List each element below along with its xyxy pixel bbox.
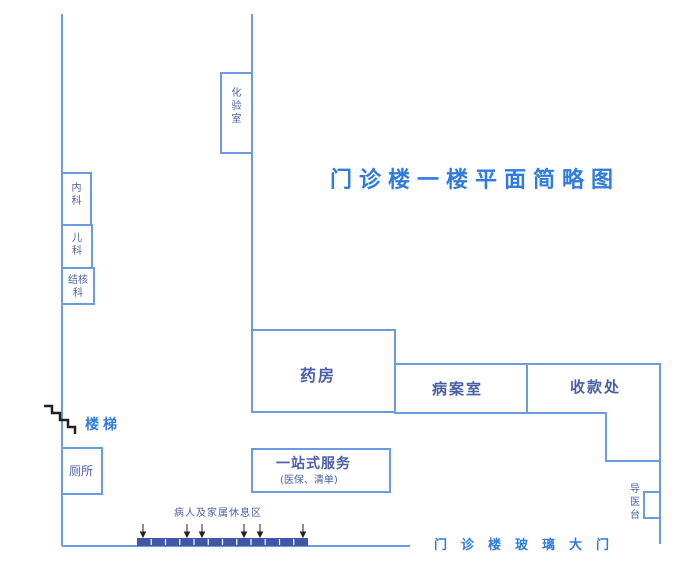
service-sub-label: (医保、清单)	[280, 475, 338, 486]
pharmacy-label: 药房	[300, 366, 337, 385]
lab-room	[220, 72, 253, 154]
guide-desk	[643, 491, 661, 519]
bench-arrow	[198, 524, 206, 539]
guide-label-text: 导医台	[630, 484, 640, 521]
pediatrics-label-text: 儿科	[72, 233, 82, 257]
cashier-outline	[527, 363, 661, 544]
waiting-bench	[137, 524, 308, 546]
cashier-label: 收款处	[570, 378, 622, 396]
entrance-label: 门诊楼玻璃大门	[434, 538, 624, 553]
tb-room	[61, 267, 95, 305]
cashier-inner	[526, 364, 660, 462]
lab-label: 化验室	[221, 87, 252, 126]
records-label: 病案室	[432, 380, 484, 398]
internal-label-text: 内科	[71, 183, 82, 207]
tb-label: 结核科	[62, 274, 94, 300]
bench-arrow	[139, 524, 147, 539]
lab-label-text: 化验室	[231, 88, 242, 125]
service-label: 一站式服务	[276, 456, 351, 472]
stairs-icon	[44, 404, 77, 434]
toilet-room	[61, 447, 103, 495]
bench-arrow	[183, 524, 191, 539]
pediatrics-label: 儿科	[62, 232, 92, 258]
page-title: 门诊楼一楼平面简略图	[330, 168, 621, 193]
bench-arrow	[299, 524, 307, 539]
toilet-label: 厕所	[69, 464, 94, 478]
internal-label: 内科	[62, 182, 91, 208]
stairs-label: 楼梯	[85, 417, 121, 433]
guide-label: 导医台	[628, 483, 642, 522]
waiting-label: 病人及家属休息区	[174, 508, 262, 519]
service-counter	[251, 448, 391, 493]
bench-arrow	[240, 524, 248, 539]
bench-arrow	[256, 524, 264, 539]
tb-label-text: 结核科	[68, 275, 88, 299]
